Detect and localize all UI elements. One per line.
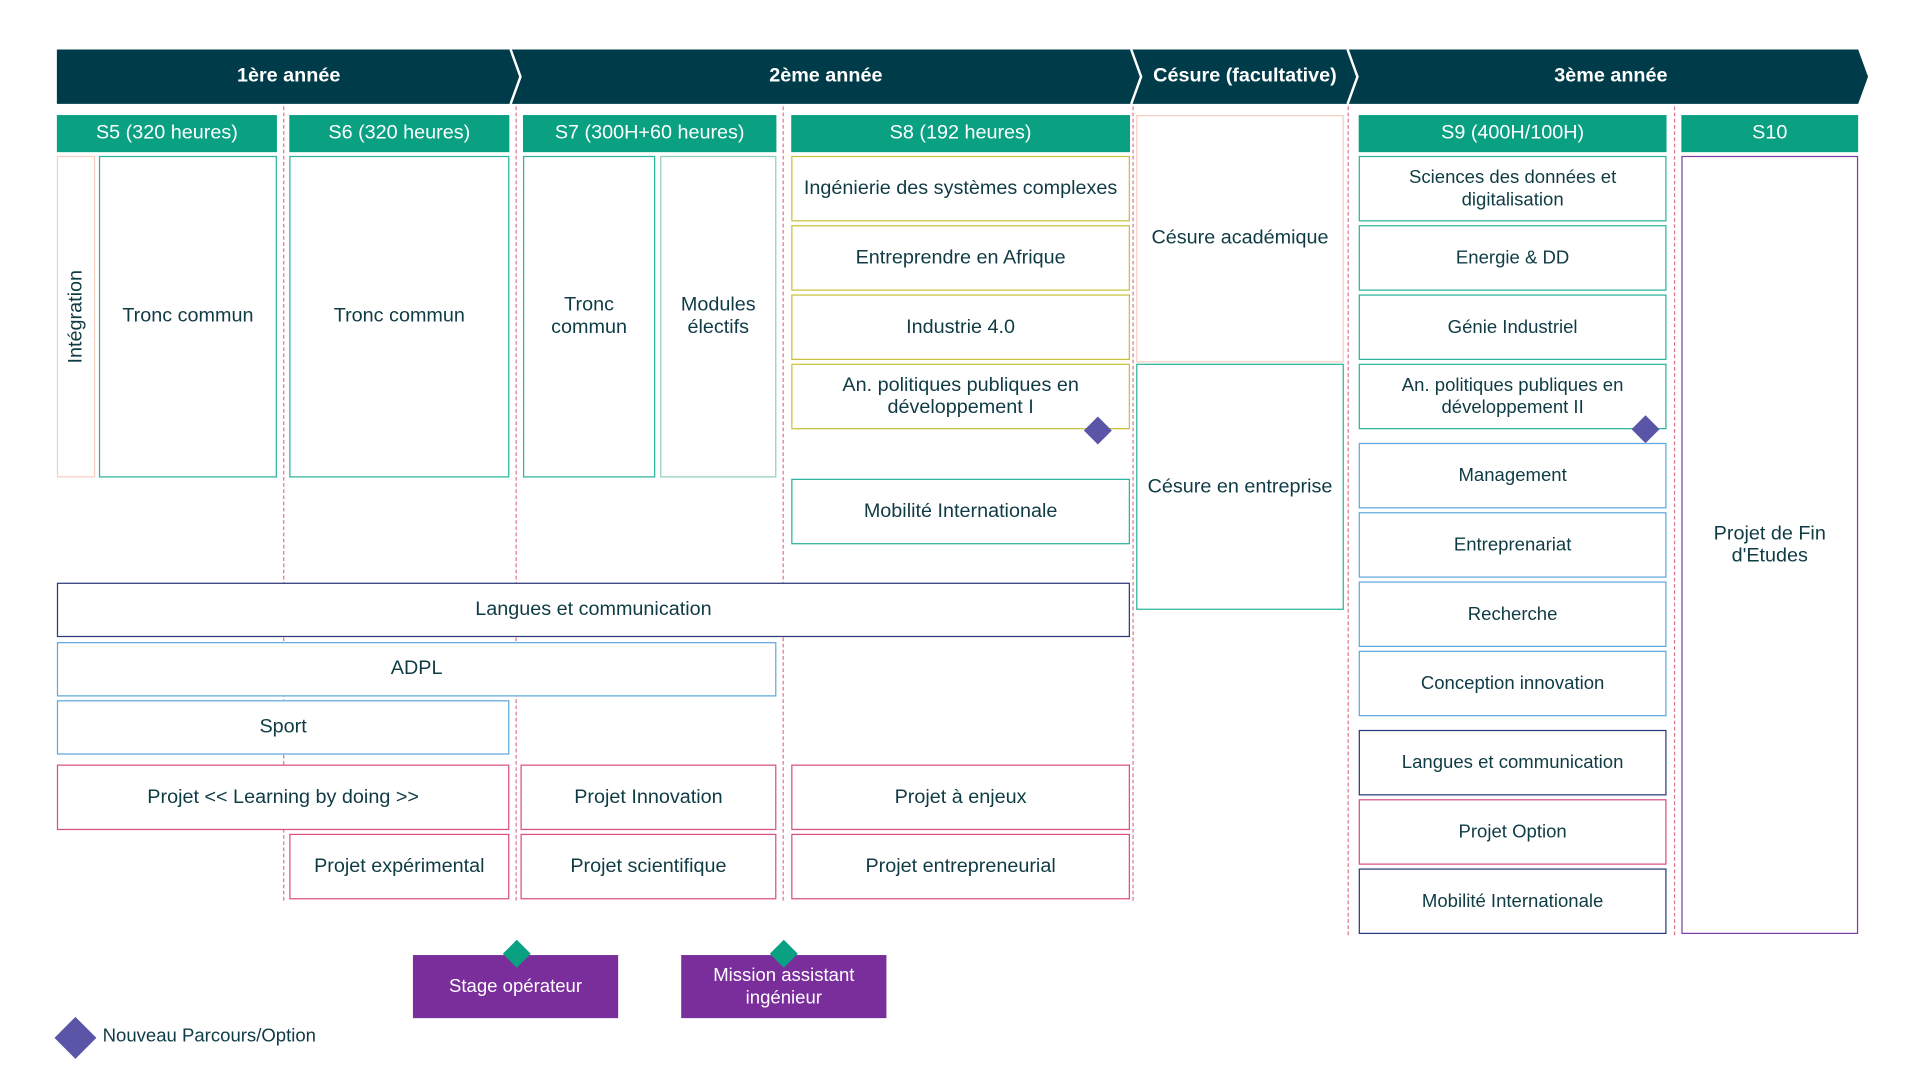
- s9-item: Management: [1358, 442, 1667, 509]
- modules-electifs: Modules électifs: [660, 155, 777, 478]
- tronc-commun-s7: Tronc commun: [522, 155, 656, 478]
- projet-innovation: Projet Innovation: [520, 764, 777, 831]
- projet-learning-by-doing: Projet << Learning by doing >>: [56, 764, 510, 831]
- semester-s10: S10: [1681, 115, 1859, 153]
- s9-item: Mobilité Internationale: [1358, 868, 1667, 935]
- projet-a-enjeux: Projet à enjeux: [791, 764, 1130, 831]
- s9-item: Conception innovation: [1358, 650, 1667, 717]
- sport: Sport: [56, 700, 510, 755]
- semester-s7: S7 (300H+60 heures): [522, 115, 777, 153]
- s8-item: An. politiques publiques en développemen…: [791, 363, 1130, 430]
- semester-s9: S9 (400H/100H): [1358, 115, 1667, 153]
- header-gap-year: Césure (facultative): [1153, 65, 1337, 87]
- separator: [1132, 106, 1134, 901]
- s8-item: Industrie 4.0: [791, 294, 1130, 360]
- langues-communication: Langues et communication: [56, 582, 1130, 638]
- integration-label: Intégration: [64, 269, 86, 364]
- tronc-commun-s5: Tronc commun: [98, 155, 277, 478]
- s9-item: An. politiques publiques en développemen…: [1358, 363, 1667, 430]
- header-year3: 3ème année: [1554, 65, 1668, 87]
- s9-item: Entreprenariat: [1358, 512, 1667, 578]
- legend-diamond-icon: [54, 1016, 97, 1059]
- legend-label: Nouveau Parcours/Option: [102, 1025, 317, 1047]
- s9-item: Génie Industriel: [1358, 294, 1667, 360]
- s9-item: Energie & DD: [1358, 225, 1667, 291]
- s9-item: Langues et communication: [1358, 729, 1667, 796]
- s8-mobilite: Mobilité Internationale: [791, 478, 1130, 545]
- projet-scientifique: Projet scientifique: [520, 833, 777, 900]
- cesure-academique: Césure académique: [1136, 115, 1344, 363]
- header-year1: 1ère année: [236, 65, 341, 87]
- s9-item: Recherche: [1358, 581, 1667, 648]
- header-year2: 2ème année: [769, 65, 883, 87]
- adpl: ADPL: [56, 642, 777, 697]
- projet-experimental: Projet expérimental: [289, 833, 510, 900]
- s8-item: Entreprendre en Afrique: [791, 225, 1130, 291]
- separator: [1673, 106, 1676, 936]
- projet-entrepreneurial: Projet entrepreneurial: [791, 833, 1130, 900]
- semester-s6: S6 (320 heures): [289, 115, 510, 153]
- projet-fin-etudes: Projet de Fin d'Etudes: [1681, 155, 1859, 935]
- s9-item: Projet Option: [1358, 799, 1667, 865]
- integration-box: Intégration: [56, 155, 96, 478]
- separator: [782, 106, 784, 901]
- s8-item: Ingénierie des systèmes complexes: [791, 155, 1130, 222]
- cesure-entreprise: Césure en entreprise: [1136, 363, 1344, 610]
- separator: [283, 106, 285, 901]
- header-bar: [56, 49, 1869, 105]
- semester-s5: S5 (320 heures): [56, 115, 277, 153]
- tronc-commun-s6: Tronc commun: [289, 155, 510, 478]
- separator: [1347, 106, 1349, 936]
- separator: [515, 106, 517, 901]
- semester-s8: S8 (192 heures): [791, 115, 1130, 153]
- s9-item: Sciences des données et digitalisation: [1358, 155, 1667, 222]
